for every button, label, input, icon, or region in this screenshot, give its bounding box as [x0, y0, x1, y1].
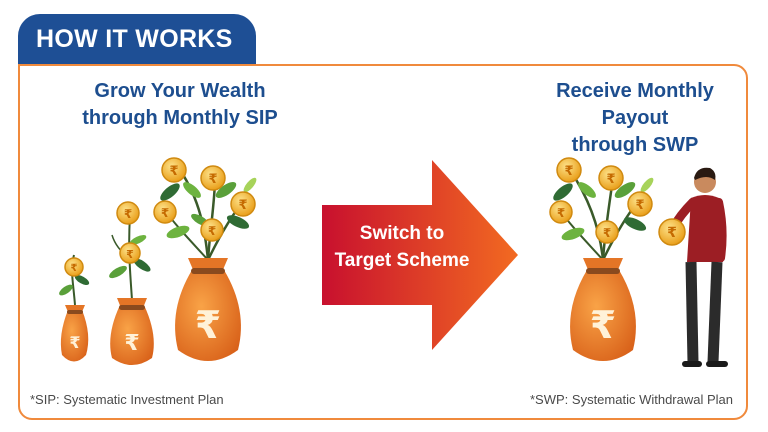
svg-text:₹: ₹: [590, 303, 616, 347]
man-figure: [668, 167, 728, 367]
coin-icon: [549, 200, 573, 224]
svg-text:₹: ₹: [564, 164, 573, 179]
svg-text:₹: ₹: [124, 207, 132, 221]
swp-heading: Receive Monthly Payout through SWP: [520, 78, 750, 159]
large-plant: ₹ ₹ ₹ ₹ ₹: [153, 157, 257, 261]
svg-text:₹: ₹: [161, 206, 169, 220]
coin-icon: [595, 220, 619, 244]
content-frame: [18, 64, 748, 420]
coin-icon: [153, 200, 177, 224]
payout-money-bag: ₹: [570, 258, 636, 361]
svg-text:₹: ₹: [635, 198, 644, 213]
page-title: HOW IT WORKS: [36, 24, 233, 53]
svg-text:₹: ₹: [557, 206, 565, 220]
swp-heading-line1: Receive Monthly Payout: [556, 80, 714, 129]
payout-coin-icon: ₹: [658, 218, 686, 246]
swp-heading-line2: through SWP: [571, 134, 699, 156]
svg-text:₹: ₹: [603, 226, 611, 240]
coin-icon: [64, 257, 84, 277]
coin-icon: [116, 201, 140, 225]
svg-text:₹: ₹: [126, 248, 134, 261]
payout-plant: ₹ ₹ ₹ ₹ ₹: [549, 157, 654, 261]
swp-footnote: *SWP: Systematic Withdrawal Plan: [530, 392, 734, 407]
svg-text:₹: ₹: [69, 333, 80, 352]
svg-text:₹: ₹: [71, 263, 78, 274]
svg-text:₹: ₹: [208, 224, 216, 238]
arrow-label-line1: Switch to: [359, 223, 445, 244]
small-money-bag: ₹: [60, 305, 89, 362]
how-it-works-tab: HOW IT WORKS: [18, 14, 256, 64]
coin-icon: [200, 218, 224, 242]
coin-icon: [556, 157, 582, 183]
arrow-label-line2: Target Scheme: [334, 250, 470, 271]
svg-text:₹: ₹: [195, 303, 221, 347]
svg-text:₹: ₹: [169, 164, 178, 179]
sip-heading-line1: Grow Your Wealth: [94, 80, 266, 102]
medium-plant: ₹ ₹: [109, 201, 151, 301]
svg-text:₹: ₹: [124, 331, 139, 356]
coin-icon: [161, 157, 187, 183]
sip-heading: Grow Your Wealth through Monthly SIP: [60, 78, 300, 132]
svg-text:₹: ₹: [238, 198, 247, 213]
svg-text:₹: ₹: [606, 172, 615, 187]
swp-payout-illustration: ₹ ₹ ₹ ₹ ₹ ₹ ₹: [549, 157, 728, 367]
large-money-bag: ₹: [175, 258, 241, 361]
svg-text:₹: ₹: [208, 172, 217, 187]
svg-text:₹: ₹: [667, 225, 677, 241]
coin-icon: [627, 191, 653, 217]
coin-icon: [598, 165, 624, 191]
coin-icon: [230, 191, 256, 217]
arrow-label: Switch to Target Scheme: [334, 220, 470, 274]
coin-icon: [200, 165, 226, 191]
small-plant: ₹: [59, 254, 90, 306]
arrow-shape: [322, 160, 518, 350]
sip-money-bags-illustration: ₹ ₹ ₹ ₹ ₹ ₹ ₹: [59, 157, 257, 365]
medium-money-bag: ₹: [110, 298, 154, 365]
switch-arrow: Switch to Target Scheme: [322, 160, 518, 350]
sip-footnote: *SIP: Systematic Investment Plan: [30, 392, 224, 407]
coin-icon: [119, 242, 141, 264]
sip-heading-line2: through Monthly SIP: [82, 107, 278, 129]
